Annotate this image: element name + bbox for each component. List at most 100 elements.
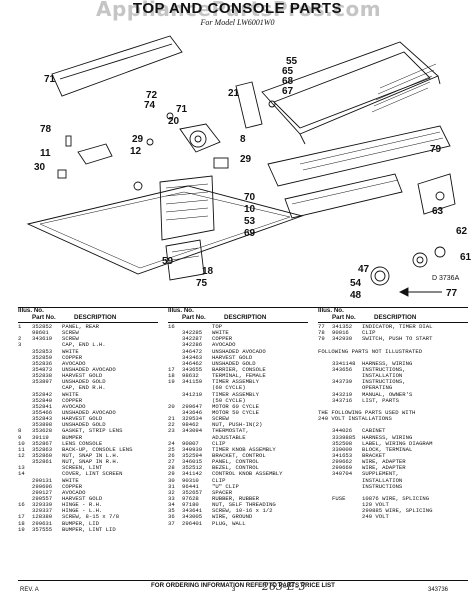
cell-illus-no: 17 <box>168 365 175 373</box>
cell-description: NUT, SELF THREADING <box>212 501 276 509</box>
callout: 62 <box>456 226 468 237</box>
callout: 68 <box>282 76 294 87</box>
cell-part-no: 329337 <box>32 507 53 515</box>
cell-description: CLIP <box>362 329 376 337</box>
cell-part-no: 341210 <box>182 390 203 398</box>
callout: 21 <box>228 88 240 99</box>
exploded-parts-diagram: 71 55 65 68 67 72 21 74 71 20 8 29 12 78… <box>26 35 472 301</box>
cell-part-no: 352852 <box>32 323 53 330</box>
cell-description: SWITCH, PUSH TO START <box>362 335 433 343</box>
revision-label: REV. A <box>20 587 39 593</box>
cell-part-no: 98462 <box>182 421 199 429</box>
column-header: Illus. No. Part No. DESCRIPTION <box>18 307 158 323</box>
cell-illus-no: 2 <box>18 335 22 343</box>
cell-part-no: 343005 <box>182 513 203 521</box>
section-heading: THE FOLLOWING PARTS USED WITH <box>318 408 416 416</box>
cell-description: PANEL, CONTROL <box>212 458 259 466</box>
cell-illus-no: 32 <box>168 488 175 496</box>
cell-part-no: 352860 <box>32 451 53 459</box>
cell-part-no: 352836 <box>32 359 53 367</box>
cell-part-no: 343656 <box>332 365 353 373</box>
callout: 59 <box>162 256 174 267</box>
cell-illus-no: 35 <box>168 507 175 515</box>
cell-description: CAP, END R.H. <box>62 384 106 392</box>
cell-description: AVOCADO <box>62 488 86 496</box>
cell-part-no: 342287 <box>182 335 203 343</box>
table-row: 240 VOLT <box>318 514 468 520</box>
cell-description: UNSHADED GOLD <box>62 378 106 386</box>
end-cap-shape <box>235 81 263 129</box>
cell-part-no: 355466 <box>32 408 53 416</box>
cell-description: WHITE <box>62 347 79 355</box>
cell-illus-no: 18 <box>168 372 175 380</box>
document-number: 343736 <box>428 587 449 593</box>
cell-illus-no: 28 <box>168 464 175 472</box>
callout: 8 <box>240 134 246 145</box>
cell-part-no: 98601 <box>32 329 49 337</box>
cell-description: CLIP <box>212 439 226 447</box>
table-row: 299885 WIRE, SPLICING <box>318 508 468 514</box>
cell-description: MOTOR 60 CYCLE <box>212 402 259 410</box>
cell-part-no: 353898 <box>32 421 53 429</box>
rear-panel-shape <box>51 35 183 97</box>
page-subtitle: For Model LW6001W0 <box>200 18 275 27</box>
cell-description: LENS CONSOLE <box>62 439 103 447</box>
cell-description: PANEL, REAR <box>62 323 99 330</box>
cell-description: AVOCADO <box>62 402 86 410</box>
cell-part-no: 343641 <box>182 507 203 515</box>
table-row: 346472 UNSHADED AVOCADO <box>168 347 308 355</box>
cell-illus-no: 14 <box>18 470 25 478</box>
header-part-no: Part No. <box>332 314 356 321</box>
cell-description: TIMER ASSEMBLY <box>212 378 259 386</box>
cell-part-no: 299662 <box>332 458 353 466</box>
callout: 74 <box>144 100 156 111</box>
cell-description: UNSHADED GOLD <box>212 359 256 367</box>
cell-part-no: 299669 <box>332 464 353 472</box>
cell-description: MANUAL, OWNER'S <box>362 390 413 398</box>
cell-description: SCREW <box>62 329 79 337</box>
table-row: 98601 SCREW <box>18 329 158 337</box>
cell-description: BARRIER, CONSOLE <box>212 365 266 373</box>
cell-description: LIST, PARTS <box>362 396 399 404</box>
cell-illus-no: 11 <box>18 445 25 453</box>
cell-part-no: 299647 <box>182 402 203 410</box>
cell-part-no: 346472 <box>182 347 203 355</box>
cell-description: HINGE - R.H. <box>62 501 103 509</box>
cell-part-no: 90807 <box>182 439 199 447</box>
cell-description: BRACKET <box>362 451 386 459</box>
cell-illus-no: 22 <box>168 421 175 429</box>
watermark: AppliancePartsPros.com <box>96 0 382 21</box>
cell-description: SCREEN, LINT <box>62 464 103 472</box>
cell-description: GASKET, STRIP LENS <box>62 427 123 435</box>
cell-illus-no: 78 <box>318 329 325 337</box>
callout: 53 <box>244 216 256 227</box>
cell-description: UNSHADED AVOCADO <box>212 347 266 355</box>
cell-part-no: 352843 <box>32 415 53 423</box>
cell-part-no: 97180 <box>182 501 199 509</box>
cell-part-no: 96441 <box>182 482 199 490</box>
cell-illus-no: 16 <box>18 501 25 509</box>
